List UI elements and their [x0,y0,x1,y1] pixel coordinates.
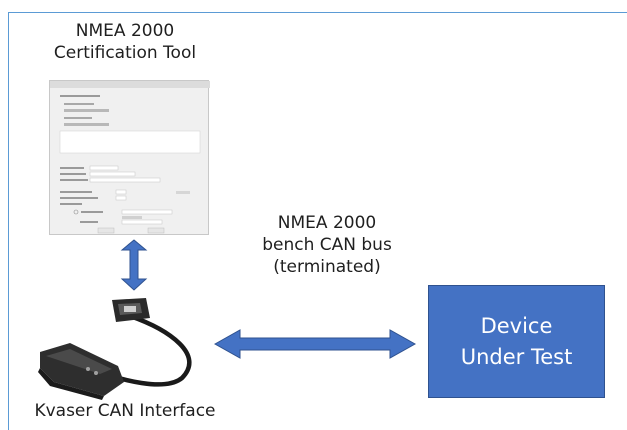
horizontal-double-arrow [213,329,417,359]
bus-label-line-3: (terminated) [273,257,381,278]
software-window-thumbnail [49,80,210,235]
frame-left-line [8,12,9,430]
bench-can-bus-label: NMEA 2000 bench CAN bus (terminated) [232,212,422,278]
usb-can-adapter-icon [38,298,192,400]
frame-top-line [8,12,627,13]
bus-label-line-2: bench CAN bus [262,235,392,256]
dut-label-line-2: Under Test [460,344,573,369]
vertical-double-arrow [120,239,148,291]
device-under-test-box: Device Under Test [428,285,605,398]
window-thumbnail-graphic [50,81,210,234]
dut-label-line-1: Device [480,314,553,339]
kvaser-label-text: Kvaser CAN Interface [34,401,216,421]
bus-label-line-1: NMEA 2000 [277,213,377,233]
tool-title-line-2: Certification Tool [53,43,197,64]
tool-title-line-1: NMEA 2000 [75,21,175,41]
kvaser-interface-label: Kvaser CAN Interface [0,400,250,422]
certification-tool-title: NMEA 2000 Certification Tool [30,20,220,64]
